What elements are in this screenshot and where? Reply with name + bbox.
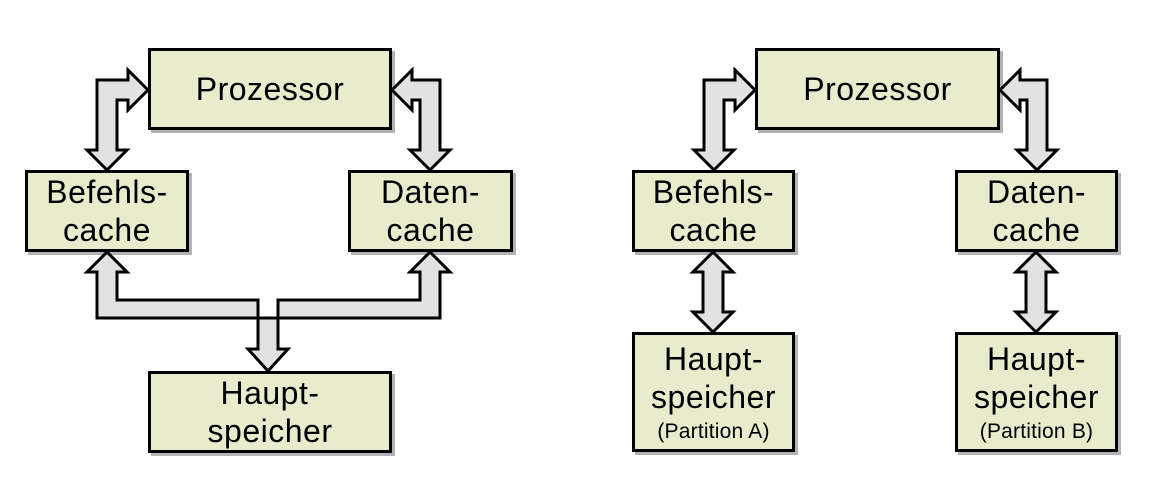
node-label-line: Befehls- (652, 174, 775, 210)
node-sublabel-line: (Partition A) (657, 419, 770, 443)
node-hauptspeicher-partition-a: Haupt- speicher (Partition A) (632, 332, 795, 452)
arrow-prozessor-datencache-right (997, 66, 1061, 173)
node-label-line: cache (669, 212, 758, 248)
arrow-prozessor-datencache-left (389, 66, 454, 173)
node-label-line: Prozessor (803, 71, 952, 107)
node-label-line: cache (992, 212, 1081, 248)
node-prozessor-right: Prozessor (755, 48, 1000, 130)
arrow-datencache-partition-b (1012, 249, 1060, 335)
arrow-prozessor-befehlscache-left (83, 66, 151, 173)
node-label-line: speicher (974, 378, 1099, 415)
node-label-line: Daten- (986, 174, 1087, 210)
node-datencache-left: Daten- cache (348, 170, 513, 252)
node-label-line: Haupt- (986, 340, 1087, 377)
node-label-line: Haupt- (220, 375, 320, 411)
node-label-line: Daten- (380, 174, 481, 210)
node-label-line: speicher (207, 413, 333, 449)
node-label-line: Befehls- (46, 174, 168, 210)
node-datencache-right: Daten- cache (955, 170, 1118, 252)
node-prozessor-left: Prozessor (148, 48, 392, 130)
node-label-line: Haupt- (663, 340, 764, 377)
node-label-line: cache (63, 212, 151, 248)
node-hauptspeicher-left: Haupt- speicher (148, 371, 392, 453)
node-hauptspeicher-partition-b: Haupt- speicher (Partition B) (955, 332, 1118, 452)
node-label-line: cache (386, 212, 475, 248)
node-sublabel-line: (Partition B) (979, 419, 1094, 443)
arrow-prozessor-befehlscache-right (690, 66, 758, 173)
arrow-caches-hauptspeicher-left (83, 249, 454, 374)
node-befehlscache-left: Befehls- cache (25, 170, 189, 252)
node-label-line: Prozessor (195, 71, 345, 107)
node-befehlscache-right: Befehls- cache (632, 170, 795, 252)
arrow-befehlscache-partition-a (689, 249, 737, 335)
node-label-line: speicher (651, 378, 776, 415)
